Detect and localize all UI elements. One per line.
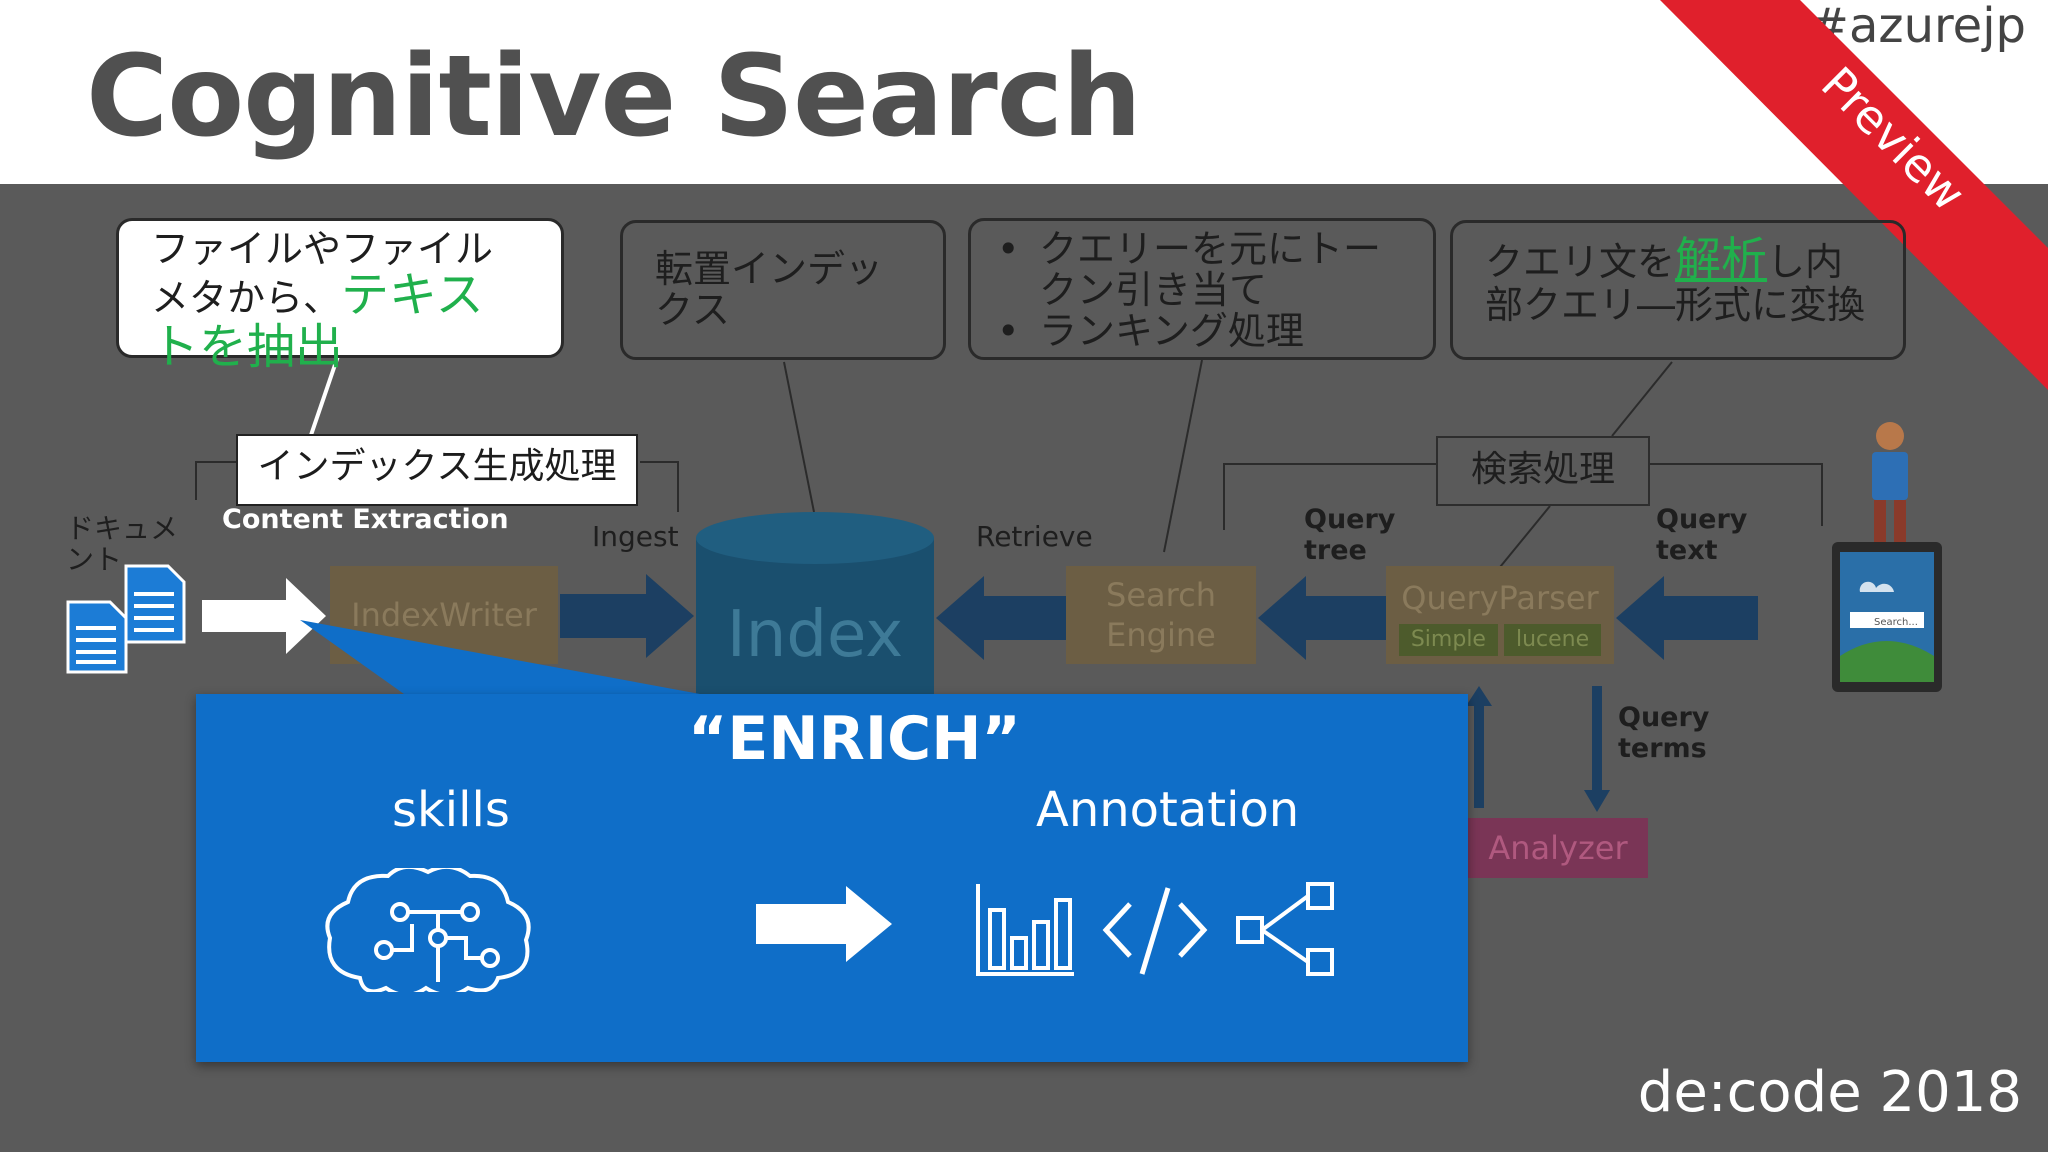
document-icon	[66, 564, 186, 674]
query-text-label: Query text	[1656, 504, 1748, 567]
enrich-panel	[196, 694, 1468, 1062]
query-parser-box: QueryParser Simple lucene	[1386, 566, 1614, 664]
query-note-bullet-2: •ランキング処理	[997, 309, 1304, 354]
document-label: ドキュメント	[66, 512, 179, 576]
parse-note: クエリ文を解析し内部クエリ―形式に変換	[1450, 220, 1906, 360]
enrich-title: “ENRICH”	[688, 704, 1021, 774]
annotation-label: Annotation	[1036, 782, 1300, 838]
search-process-label: 検索処理	[1436, 436, 1650, 506]
query-note: •クエリーを元にトークン引き当て •ランキング処理	[968, 218, 1436, 360]
query-terms-label: Query terms	[1618, 702, 1710, 765]
ingest-arrow	[560, 574, 694, 658]
parse-note-text-1: クエリ文を	[1485, 240, 1676, 284]
search-engine-box: Search Engine	[1066, 566, 1256, 664]
enrich-arrow	[756, 886, 892, 962]
page-title: Cognitive Search	[86, 32, 1142, 162]
extraction-note: ファイルやファイルメタから、テキストを抽出	[116, 218, 564, 373]
index-cylinder	[696, 512, 934, 696]
share-network-icon	[1236, 882, 1334, 976]
user-with-tablet-icon: Search...	[1832, 422, 1942, 692]
simple-parser-tag: Simple	[1398, 624, 1498, 656]
analyzer-box: Analyzer	[1468, 818, 1648, 878]
skills-label: skills	[392, 782, 510, 838]
query-tree-label: Query tree	[1304, 504, 1396, 567]
query-parser-label: QueryParser	[1401, 579, 1599, 617]
parse-note-highlight: 解析	[1675, 232, 1768, 286]
white-arrow-extraction	[202, 578, 326, 654]
bar-chart-icon	[976, 884, 1074, 976]
retrieve-arrow	[936, 576, 1066, 660]
index-generation-label: インデックス生成処理	[236, 434, 638, 506]
extraction-note-text: ファイルやファイルメタから、	[151, 227, 494, 321]
inverted-index-note: 転置インデックス	[620, 220, 946, 360]
preview-ribbon: Preview	[1660, 0, 2048, 390]
query-text-arrow	[1616, 576, 1758, 660]
brain-circuit-icon	[325, 868, 531, 992]
ingest-label: Ingest	[592, 520, 679, 553]
content-extraction-label: Content Extraction	[222, 504, 509, 535]
parse-note-text-2: し内部クエリ―形式に変換	[1485, 240, 1866, 327]
query-tree-arrow	[1258, 576, 1386, 660]
tablet-search-text: Search...	[1874, 617, 1918, 628]
inverted-index-note-text: 転置インデックス	[655, 247, 884, 333]
event-footer: de:code 2018	[1637, 1060, 2022, 1125]
lucene-parser-tag: lucene	[1503, 624, 1602, 656]
code-icon	[1102, 887, 1208, 975]
query-note-bullet-1: •クエリーを元にトークン引き当て	[997, 227, 1382, 313]
retrieve-label: Retrieve	[976, 520, 1093, 553]
extraction-note-highlight: テキストを抽出	[151, 267, 484, 375]
index-label: Index	[726, 598, 904, 672]
up-arrow	[1466, 686, 1492, 808]
hashtag: #azurejp	[1808, 0, 2026, 54]
down-arrow	[1584, 686, 1610, 812]
